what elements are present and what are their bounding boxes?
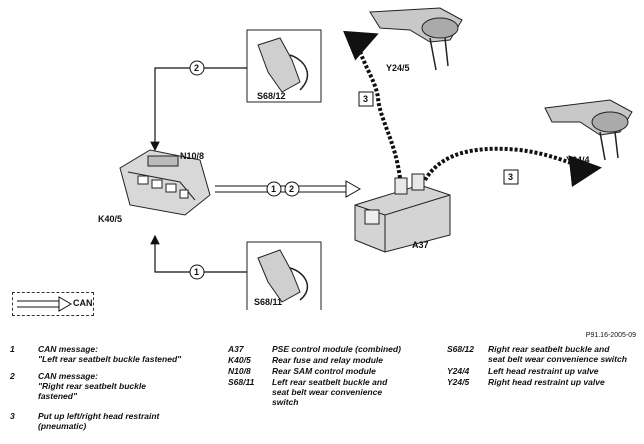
- marker-square-3-top-label: 3: [363, 94, 368, 104]
- marker-circle-2-top-label: 2: [194, 63, 199, 73]
- can-line-s68-11: [150, 234, 247, 273]
- marker-square-3-right-label: 3: [508, 172, 513, 182]
- legend-text: Left rear seatbelt buckle and: [272, 377, 388, 387]
- label-s68-11: S68/11: [254, 297, 282, 307]
- legend-text: fastened": [38, 391, 77, 401]
- legend-code: Y24/4: [447, 366, 470, 376]
- legend-text: Rear SAM control module: [272, 366, 376, 376]
- legend-code: S68/11: [228, 377, 255, 387]
- label-y24-5: Y24/5: [386, 63, 410, 73]
- legend-text: (pneumatic): [38, 421, 87, 431]
- reference-code: P91.16-2005-09: [585, 332, 636, 339]
- legend-text: CAN message:: [38, 371, 98, 381]
- legend-text: Right head restraint up valve: [488, 377, 605, 387]
- legend-text: "Right rear seatbelt buckle: [38, 381, 146, 391]
- s68-11-switch: [246, 241, 322, 310]
- marker-circle-1-mid-label: 1: [271, 184, 276, 194]
- legend-text: Rear fuse and relay module: [272, 355, 384, 365]
- label-s68-12: S68/12: [257, 91, 286, 101]
- a37-pse-module: [354, 173, 451, 253]
- label-k40-5: K40/5: [98, 214, 122, 224]
- label-y24-4: Y24/4: [566, 155, 590, 165]
- k40-5-module: [119, 149, 211, 216]
- hose-to-y24-4: [423, 146, 602, 187]
- label-n10-8: N10/8: [180, 151, 204, 161]
- can-label: CAN: [73, 298, 93, 308]
- marker-square-3-right: [503, 169, 519, 185]
- marker-circle-2-mid: [284, 181, 300, 197]
- legend-text: CAN message:: [38, 344, 98, 354]
- can-arrow-to-a37: [215, 180, 362, 198]
- wiring-diagram: N10/8 K40/5 S68/12 S68/11 2 1 1 2 A37: [98, 7, 633, 310]
- legend-text: Left head restraint up valve: [488, 366, 599, 376]
- y24-4-valve: [544, 99, 633, 161]
- label-a37: A37: [412, 240, 429, 250]
- legend-text: Right rear seatbelt buckle and: [488, 344, 610, 354]
- legend-text: PSE control module (combined): [272, 344, 401, 354]
- legend-code: Y24/5: [447, 377, 470, 387]
- legend-code: 1: [10, 344, 15, 354]
- legend-code: A37: [228, 344, 244, 354]
- legend-code: S68/12: [447, 344, 474, 354]
- marker-square-3-top: [358, 91, 374, 107]
- s68-12-switch: [246, 29, 322, 103]
- legend-code: N10/8: [228, 366, 251, 376]
- legend-code: 2: [10, 371, 15, 381]
- legend-code: 3: [10, 411, 15, 421]
- legend-text: seat belt wear convenience switch: [488, 354, 627, 364]
- can-legend-box: CAN: [12, 292, 94, 316]
- marker-circle-2-mid-label: 2: [289, 184, 294, 194]
- can-line-s68-12: [150, 67, 247, 152]
- marker-circle-1-bottom: [189, 264, 205, 280]
- legend-text: seat belt wear convenience: [272, 387, 383, 397]
- y24-5-valve: [369, 7, 463, 71]
- can-arrow-icon: [17, 296, 72, 312]
- marker-circle-1-mid: [266, 181, 282, 197]
- legend-code: K40/5: [228, 355, 251, 365]
- legend-text: Put up left/right head restraint: [38, 411, 160, 421]
- marker-circle-1-bottom-label: 1: [194, 267, 199, 277]
- legend-text: switch: [272, 397, 299, 407]
- marker-circle-2-top: [189, 60, 205, 76]
- legend-text: "Left rear seatbelt buckle fastened": [38, 354, 182, 364]
